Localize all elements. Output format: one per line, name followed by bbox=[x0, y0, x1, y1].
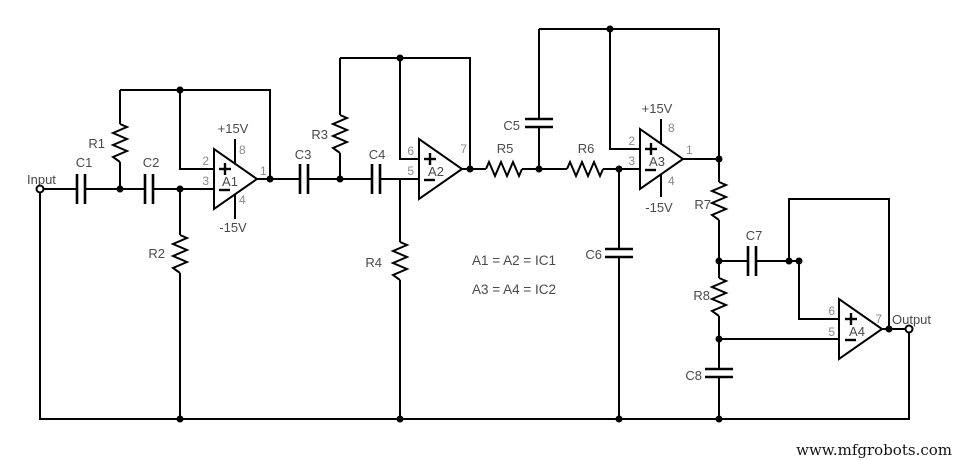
vminus-label: -15V bbox=[645, 200, 673, 215]
feedback-rail-a2 bbox=[340, 54, 471, 169]
resistor-zigzag bbox=[390, 241, 410, 281]
pin-number: 2 bbox=[628, 134, 635, 148]
pin-number: 7 bbox=[875, 312, 882, 326]
wire bbox=[120, 89, 271, 179]
capacitor-c1: C1 bbox=[76, 155, 93, 204]
capacitor-label-c6: C6 bbox=[585, 247, 602, 262]
pin-number: 3 bbox=[202, 174, 209, 188]
stage-a4: R7 C7 R8 C8 bbox=[685, 159, 931, 419]
bottom-rail bbox=[39, 192, 910, 423]
input-terminal bbox=[35, 184, 45, 194]
opamp-label-a4: A4 bbox=[849, 324, 865, 339]
note-ic1: A1 = A2 = IC1 bbox=[472, 253, 556, 268]
opamp-label-a3: A3 bbox=[649, 154, 665, 169]
pin-number: 8 bbox=[668, 121, 675, 135]
pin-number: 5 bbox=[828, 325, 835, 339]
resistor-zigzag bbox=[485, 159, 523, 179]
capacitor-label-c7: C7 bbox=[746, 228, 763, 243]
resistor-r6: R6 bbox=[566, 141, 604, 179]
capacitor-label-c3: C3 bbox=[295, 147, 312, 162]
output-label: Output bbox=[892, 312, 931, 327]
bottom-rail-wire bbox=[39, 192, 910, 420]
opamp-a3: A3 2 3 1 8 +15V 4 -15V bbox=[628, 101, 693, 215]
resistor-label-r3: R3 bbox=[311, 127, 328, 142]
resistor-zigzag bbox=[330, 114, 350, 154]
pin-number: 2 bbox=[202, 154, 209, 168]
feedback-rail-a1 bbox=[120, 86, 271, 179]
resistor-zigzag bbox=[709, 277, 729, 317]
pin-number: 3 bbox=[628, 154, 635, 168]
opamp-label-a2: A2 bbox=[428, 164, 444, 179]
pin-number: 8 bbox=[239, 143, 246, 157]
wire bbox=[609, 29, 640, 150]
wire bbox=[399, 58, 419, 160]
opamp-a1: A1 2 3 1 8 +15V 4 -15V bbox=[202, 121, 267, 235]
resistor-label-r6: R6 bbox=[578, 141, 595, 156]
note-ic2: A3 = A4 = IC2 bbox=[472, 282, 556, 297]
capacitor-label-c1: C1 bbox=[76, 155, 93, 170]
resistor-zigzag bbox=[566, 159, 604, 179]
resistor-zigzag bbox=[170, 234, 190, 274]
wire bbox=[539, 28, 720, 159]
opamp-a4: A4 6 5 7 bbox=[828, 297, 884, 361]
pin-number: 5 bbox=[407, 164, 414, 178]
vplus-label: +15V bbox=[218, 121, 249, 136]
pin-number: 4 bbox=[239, 193, 246, 207]
stage-a1: Input C1 R1 C2 bbox=[27, 86, 300, 419]
resistor-zigzag bbox=[110, 123, 130, 163]
resistor-r7: R7 bbox=[694, 159, 729, 261]
output-terminal bbox=[904, 324, 914, 334]
opamp-a2: A2 6 5 7 bbox=[407, 137, 467, 201]
capacitor-label-c4: C4 bbox=[369, 147, 386, 162]
wire bbox=[798, 261, 839, 320]
pin-number: 6 bbox=[828, 304, 835, 318]
resistor-zigzag bbox=[709, 181, 729, 221]
capacitor-c7: C7 bbox=[719, 228, 799, 276]
capacitor-c6: C6 bbox=[585, 169, 633, 419]
pin-number: 7 bbox=[460, 142, 467, 156]
pin-number: 6 bbox=[407, 144, 414, 158]
input-label: Input bbox=[27, 172, 56, 187]
resistor-r4: R4 bbox=[365, 179, 410, 419]
resistor-label-r4: R4 bbox=[365, 255, 382, 270]
resistor-r1: R1 bbox=[88, 90, 130, 189]
vplus-label: +15V bbox=[642, 101, 673, 116]
capacitor-label-c5: C5 bbox=[503, 118, 520, 133]
wire bbox=[788, 198, 890, 329]
resistor-r8: R8 bbox=[693, 261, 729, 339]
pin-number: 1 bbox=[260, 164, 267, 178]
feedback-rail-a4 bbox=[788, 198, 890, 329]
resistor-label-r8: R8 bbox=[693, 288, 710, 303]
opamp-label-a1: A1 bbox=[222, 174, 238, 189]
resistor-r5: R5 bbox=[485, 141, 523, 179]
capacitor-c5: C5 bbox=[503, 29, 553, 169]
resistor-label-r5: R5 bbox=[497, 141, 514, 156]
junction-dot bbox=[266, 175, 274, 183]
stage-a2: C3 R3 C4 R4 bbox=[295, 54, 486, 419]
resistor-label-r2: R2 bbox=[148, 246, 165, 261]
capacitor-c3: C3 bbox=[295, 147, 312, 194]
pin-number: 4 bbox=[668, 174, 675, 188]
resistor-label-r7: R7 bbox=[694, 197, 711, 212]
capacitor-c8: C8 bbox=[685, 339, 733, 419]
capacitor-label-c2: C2 bbox=[143, 155, 160, 170]
stage-a3: R5 C5 R6 C6 bbox=[485, 25, 723, 419]
opamp-triangle bbox=[838, 297, 884, 361]
wire bbox=[340, 57, 471, 169]
resistor-r3: R3 bbox=[311, 58, 350, 179]
vminus-label: -15V bbox=[219, 220, 247, 235]
junction-dot bbox=[885, 325, 893, 333]
junction-dot bbox=[466, 165, 474, 173]
feedback-rail-a3 bbox=[539, 25, 720, 159]
capacitor-label-c8: C8 bbox=[685, 368, 702, 383]
capacitor-c2: C2 bbox=[143, 155, 160, 204]
notes: A1 = A2 = IC1 A3 = A4 = IC2 bbox=[472, 253, 556, 297]
resistor-r2: R2 bbox=[148, 189, 190, 419]
capacitor-c4: C4 bbox=[369, 147, 386, 194]
watermark: www.mfgrobots.com bbox=[796, 441, 952, 459]
resistor-label-r1: R1 bbox=[88, 136, 105, 151]
pin-number: 1 bbox=[686, 143, 693, 157]
wire bbox=[179, 90, 214, 170]
